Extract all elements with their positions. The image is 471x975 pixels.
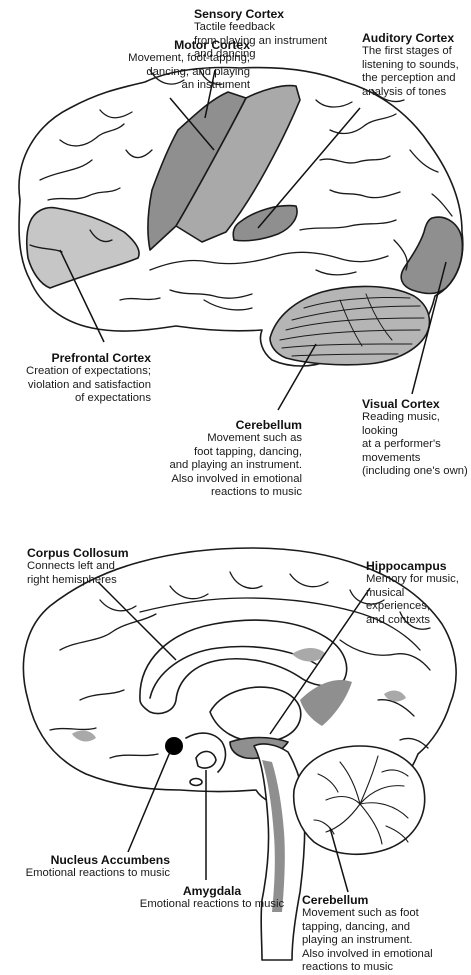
auditory-cortex-title: Auditory Cortex bbox=[362, 31, 471, 45]
nucleus-accumbens-title: Nucleus Accumbens bbox=[4, 853, 170, 867]
visual-cortex-title: Visual Cortex bbox=[362, 397, 470, 411]
sensory-cortex-label: Sensory Cortex Tactile feedback from pla… bbox=[194, 7, 344, 62]
lateral-brain bbox=[19, 68, 463, 366]
prefrontal-cortex-title: Prefrontal Cortex bbox=[2, 351, 151, 365]
amygdala-title: Amygdala bbox=[128, 884, 296, 898]
hippocampus-label: Hippocampus Memory for music, musical ex… bbox=[366, 559, 470, 627]
amygdala-desc: Emotional reactions to music bbox=[128, 898, 296, 912]
amygdala-label: Amygdala Emotional reactions to music bbox=[128, 884, 296, 912]
cerebellum-medial-label: Cerebellum Movement such as foot tapping… bbox=[302, 893, 470, 975]
sensory-cortex-title: Sensory Cortex bbox=[194, 7, 344, 21]
nucleus-accumbens-desc: Emotional reactions to music bbox=[4, 867, 170, 881]
cerebellum-lateral-desc: Movement such as foot tapping, dancing, … bbox=[152, 432, 302, 500]
corpus-collosum-title: Corpus Collosum bbox=[27, 546, 157, 560]
hippocampus-title: Hippocampus bbox=[366, 559, 470, 573]
visual-cortex-label: Visual Cortex Reading music, looking at … bbox=[362, 397, 470, 479]
sensory-cortex-desc: Tactile feedback from playing an instrum… bbox=[194, 21, 344, 62]
cerebellum-lateral-label: Cerebellum Movement such as foot tapping… bbox=[152, 418, 302, 500]
corpus-collosum-desc: Connects left and right hemispheres bbox=[27, 560, 157, 587]
nucleus-accumbens-dot bbox=[165, 737, 183, 755]
nucleus-accumbens-label: Nucleus Accumbens Emotional reactions to… bbox=[4, 853, 170, 881]
prefrontal-cortex-label: Prefrontal Cortex Creation of expectatio… bbox=[2, 351, 151, 406]
auditory-cortex-desc: The first stages of listening to sounds,… bbox=[362, 45, 471, 99]
prefrontal-cortex-desc: Creation of expectations; violation and … bbox=[2, 365, 151, 406]
hippocampus-desc: Memory for music, musical experiences, a… bbox=[366, 573, 470, 627]
cerebellum-lateral-title: Cerebellum bbox=[152, 418, 302, 432]
corpus-collosum-label: Corpus Collosum Connects left and right … bbox=[27, 546, 157, 587]
cerebellum-medial-title: Cerebellum bbox=[302, 893, 470, 907]
visual-cortex-desc: Reading music, looking at a performer's … bbox=[362, 411, 470, 479]
cerebellum-medial-desc: Movement such as foot tapping, dancing, … bbox=[302, 907, 470, 975]
auditory-cortex-label: Auditory Cortex The first stages of list… bbox=[362, 31, 471, 99]
amygdala-shape bbox=[196, 751, 216, 768]
